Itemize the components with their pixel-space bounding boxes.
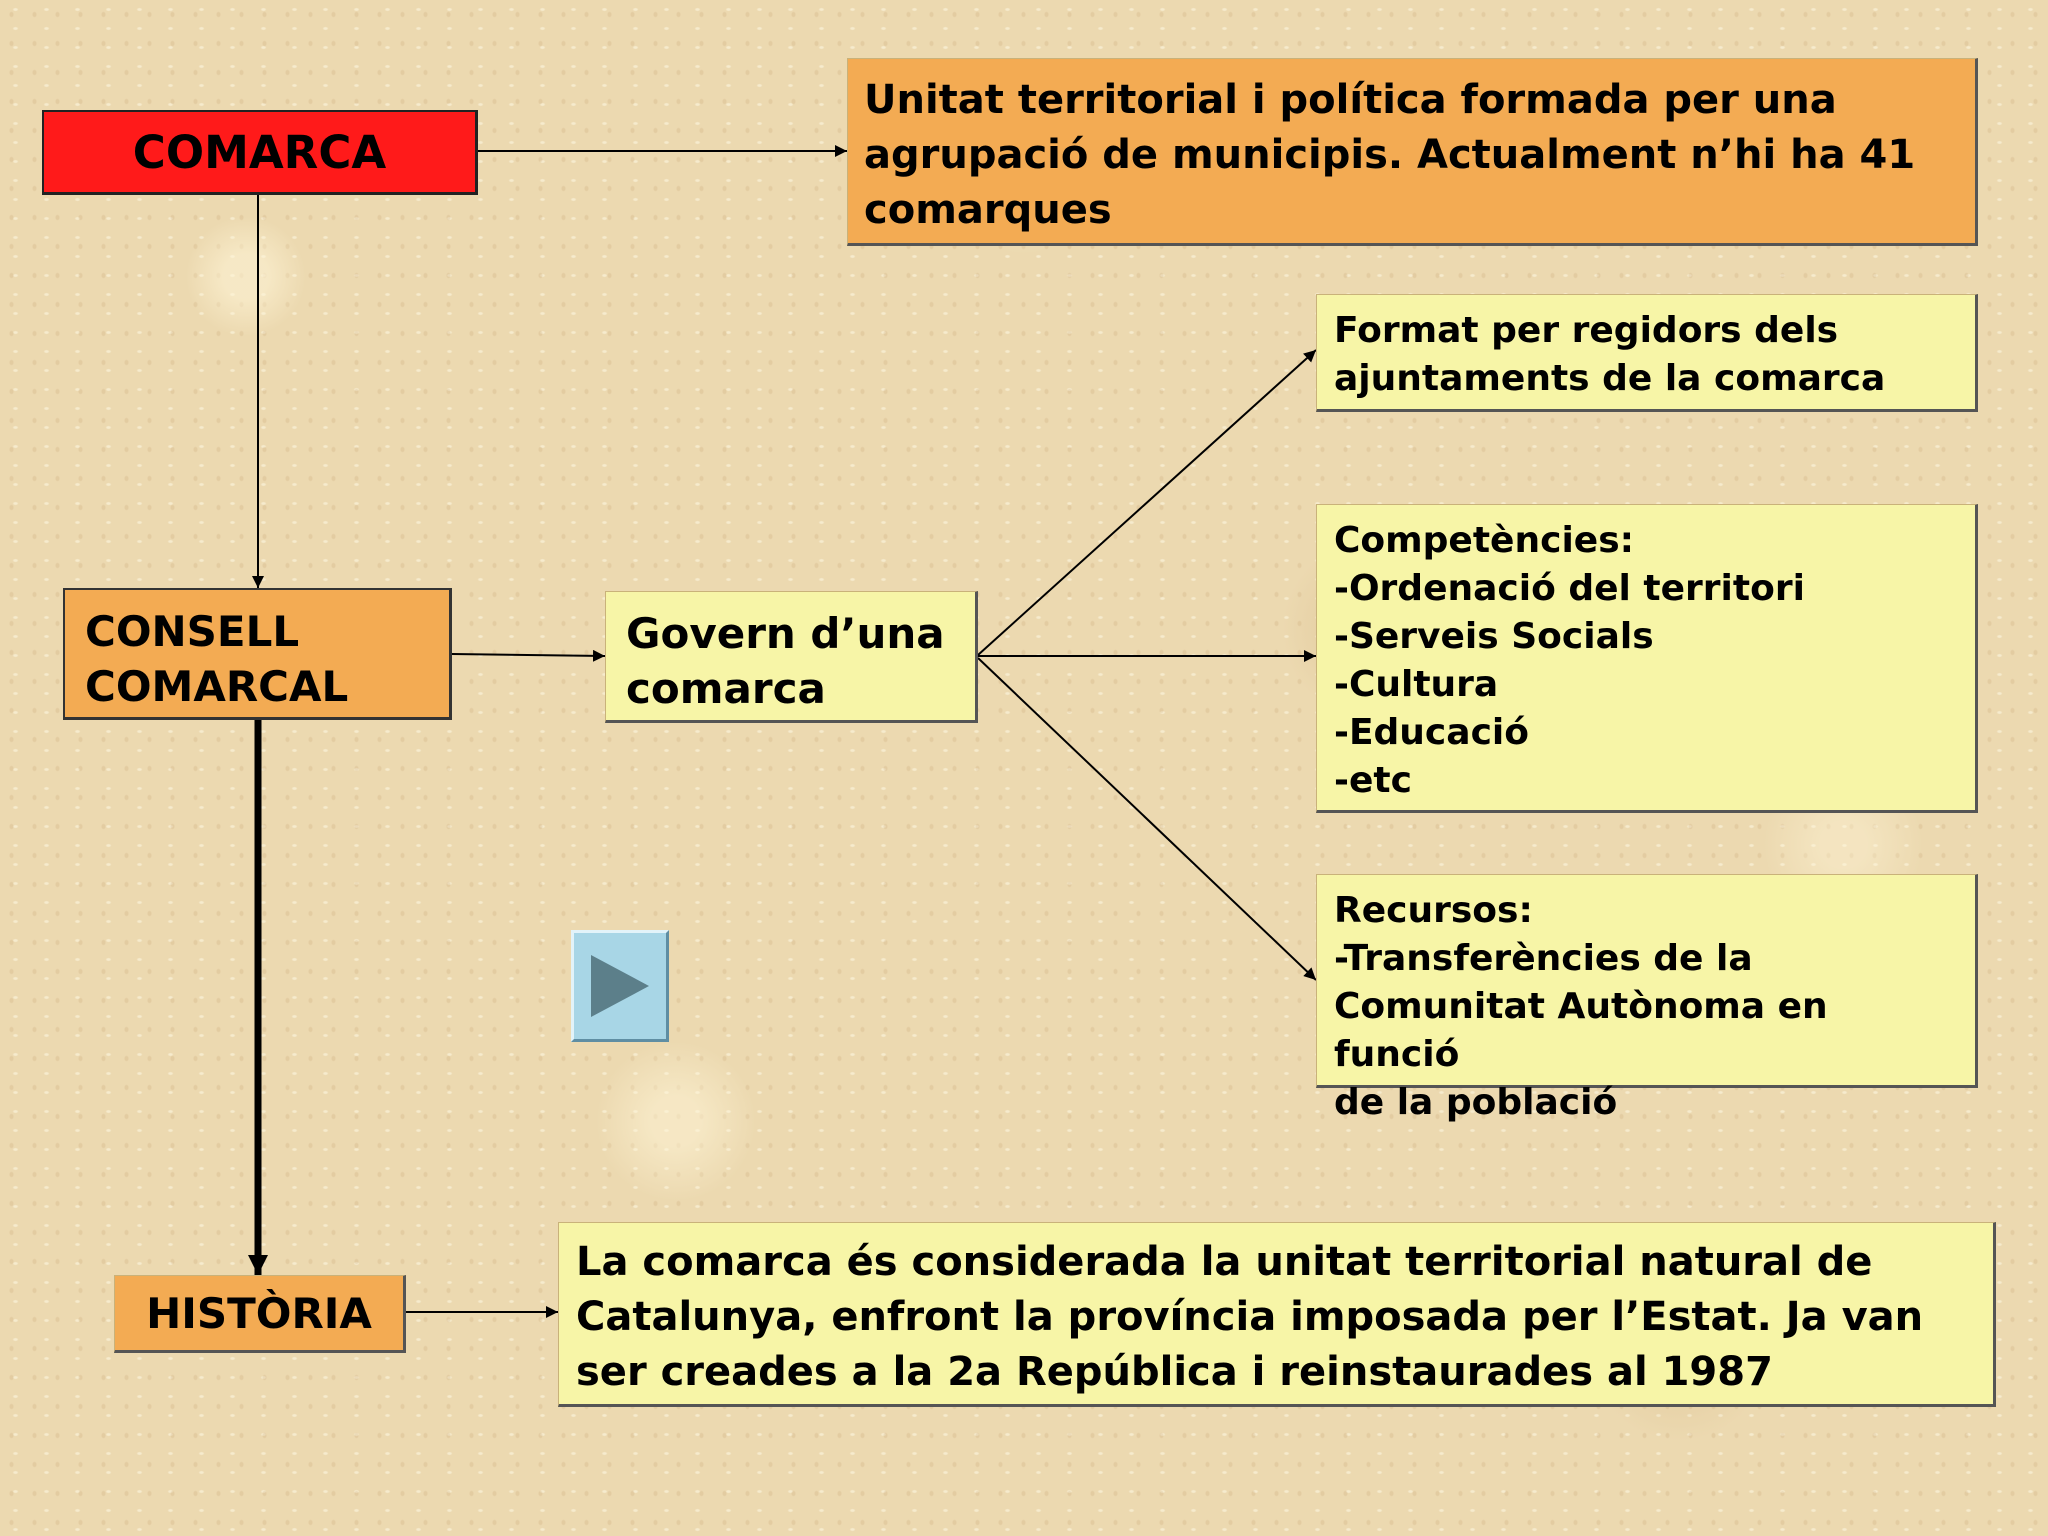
recursos-box: Recursos: -Transferències de la Comunita… bbox=[1316, 874, 1978, 1123]
format-box: Format per regidors dels ajuntaments de … bbox=[1316, 294, 1978, 412]
arrow-govern-to-format bbox=[977, 349, 1317, 656]
arrow-consell-to-govern bbox=[451, 649, 606, 662]
consell-comarcal-box: CONSELL COMARCAL bbox=[63, 588, 452, 720]
comarca-box: COMARCA bbox=[42, 110, 478, 195]
comarca-definition-box: Unitat territorial i política formada pe… bbox=[847, 58, 1978, 246]
govern-box: Govern d’una comarca bbox=[605, 591, 978, 723]
historia-text-box: La comarca és considerada la unitat terr… bbox=[558, 1222, 1996, 1407]
play-triangle-icon bbox=[591, 955, 649, 1017]
arrow-govern-to-recursos bbox=[977, 657, 1317, 981]
competencies-box: Competències: -Ordenació del territori -… bbox=[1316, 504, 1978, 813]
play-button[interactable] bbox=[571, 930, 669, 1042]
historia-box: HISTÒRIA bbox=[114, 1275, 406, 1353]
